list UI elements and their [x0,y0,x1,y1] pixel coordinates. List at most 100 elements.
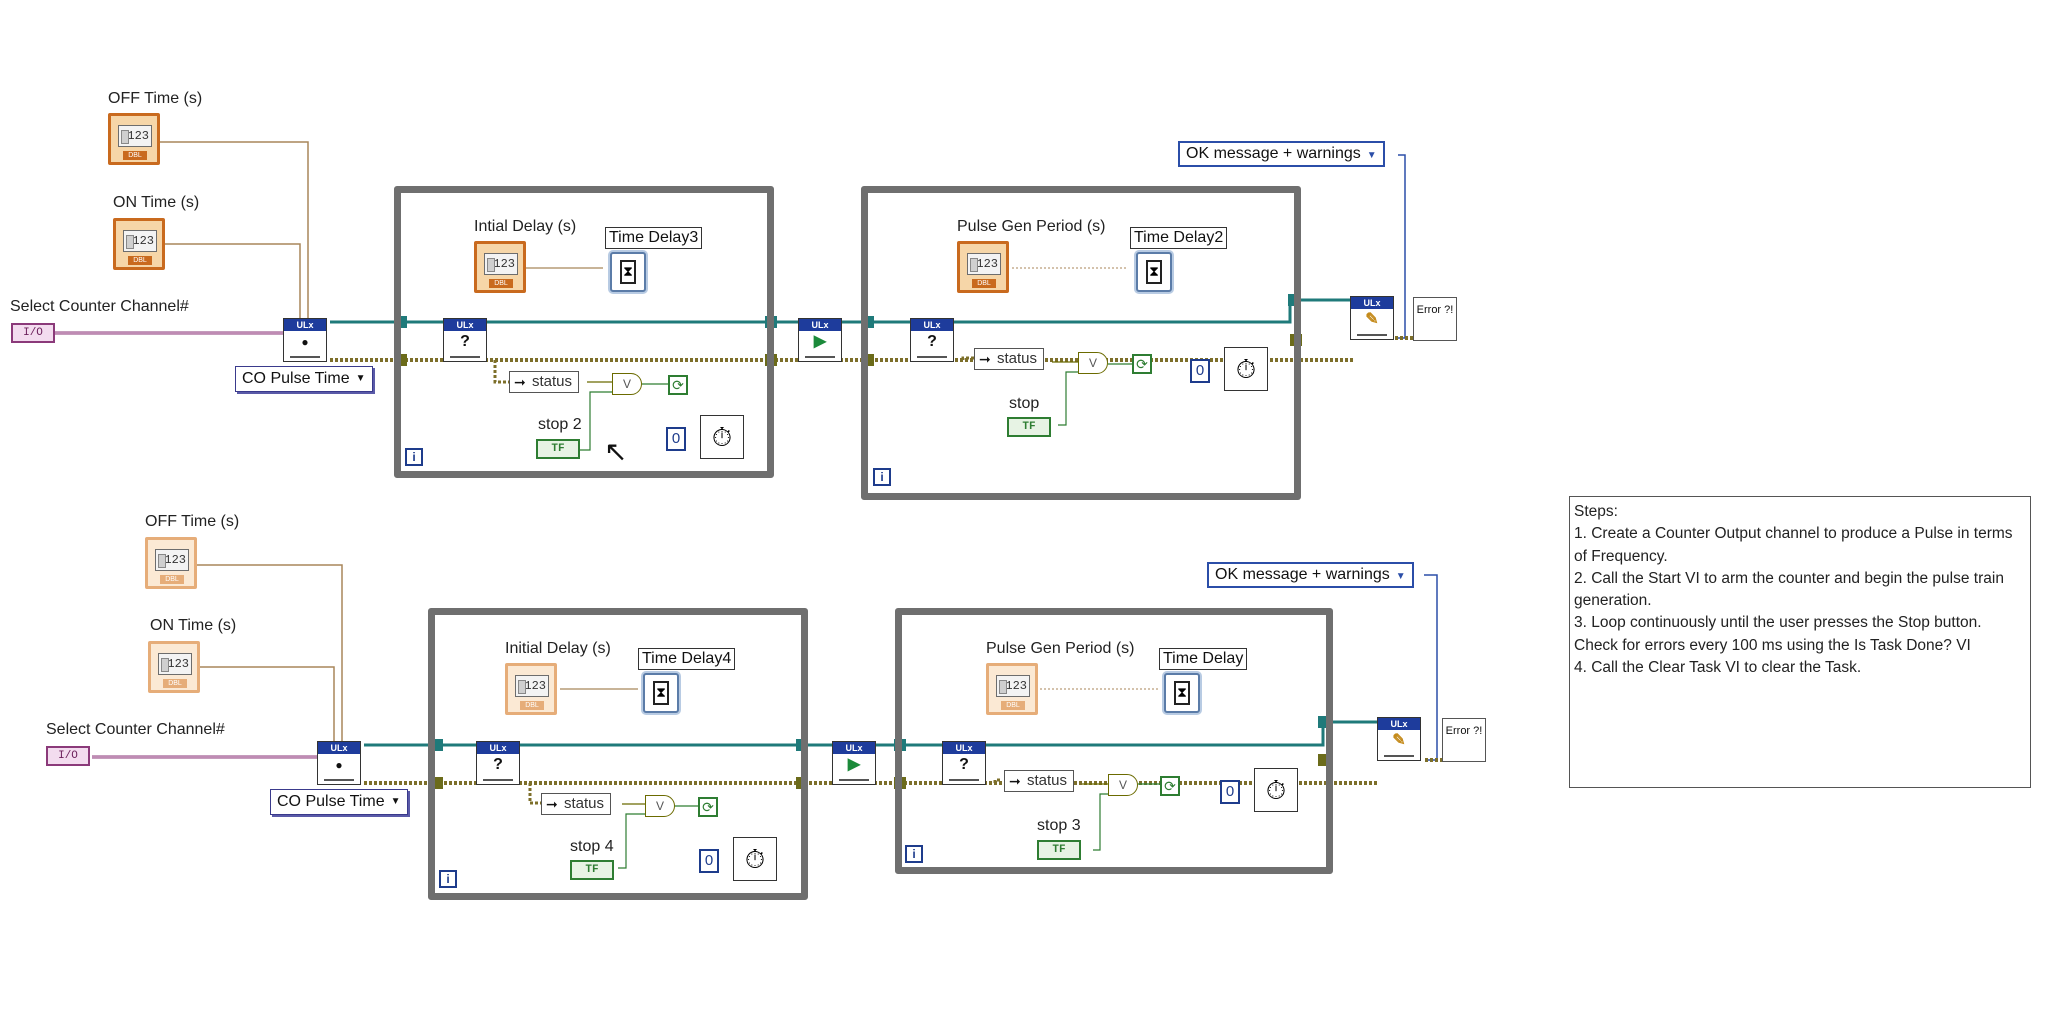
off-time-control[interactable]: 123 DBL [145,537,197,589]
ok-message-ring[interactable]: OK message + warnings ▼ [1207,562,1414,588]
ring-value: OK message + warnings [1215,566,1390,583]
query-icon: ? [959,756,969,773]
pulse-wave-icon [290,350,320,358]
co-pulse-time-ring[interactable]: CO Pulse Time▼ [235,366,373,392]
loop-condition-icon: ⟳ [698,797,718,817]
initial-delay-label: Initial Delay (s) [505,640,611,657]
is-task-done-vi[interactable]: ULx ? [910,318,954,362]
or-gate-icon: V [1078,352,1108,374]
create-channel-vi[interactable]: ULx ● [283,318,327,362]
off-time-control[interactable]: 123 DBL [108,113,160,165]
loop-condition-icon: ⟳ [1160,776,1180,796]
off-time-label: OFF Time (s) [145,513,240,530]
query-icon: ? [460,333,470,350]
time-delay-express-vi[interactable]: ⧗ [643,673,679,713]
play-icon: ▶ [813,333,827,350]
initial-delay-control[interactable]: 123 DBL [505,663,557,715]
initial-delay-control[interactable]: 123 DBL [474,241,526,293]
counter-channel-io-control[interactable]: I/O [46,746,90,766]
arrow-right-icon: ➞ [514,374,526,390]
dbl-tag: DBL [128,256,152,265]
start-task-vi[interactable]: ULx ▶ [798,318,842,362]
counter-channel-io-control[interactable]: I/O [11,323,55,343]
stop-button-terminal[interactable]: TF [1007,417,1051,437]
pulse-gen-period-control[interactable]: 123 DBL [986,663,1038,715]
step-4: 4. Call the Clear Task VI to clear the T… [1574,659,1862,677]
dbl-tag: DBL [972,279,996,288]
channel-glyph-icon: ● [301,335,309,349]
stop-4-button-terminal[interactable]: TF [570,860,614,880]
simple-error-handler[interactable]: Error ?! [1413,297,1457,341]
loop-condition-icon: ⟳ [668,375,688,395]
time-delay-express-vi[interactable]: ⧗ [1164,673,1200,713]
create-channel-vi[interactable]: ULx ● [317,741,361,785]
clear-task-vi[interactable]: ULx ✎ [1377,717,1421,761]
iteration-terminal: i [439,870,457,888]
dbl-tag: DBL [489,279,513,288]
pulse-wave-icon [805,350,835,358]
wire-on-time-bottom [197,666,335,745]
stop-3-button-terminal[interactable]: TF [1037,840,1081,860]
while-loop-3[interactable] [428,608,808,900]
time-delay-label: Time Delay3 [605,227,703,249]
loop-condition-icon: ⟳ [1132,354,1152,374]
co-pulse-time-ring[interactable]: CO Pulse Time▼ [270,789,408,815]
dbl-tag: DBL [123,151,147,160]
on-time-control[interactable]: 123 DBL [113,218,165,270]
pulse-wave-icon [949,773,979,781]
vi-header: ULx [799,319,841,331]
on-time-label: ON Time (s) [150,617,237,634]
stop-3-label: stop 3 [1037,817,1081,834]
is-task-done-vi[interactable]: ULx ? [942,741,986,785]
pulse-wave-icon [450,350,480,358]
status-unbundle: ➞status [1004,770,1075,792]
while-loop-2[interactable] [861,186,1301,500]
status-unbundle: ➞ status [509,371,580,393]
is-task-done-vi[interactable]: ULx ? [443,318,487,362]
or-gate-icon: V [1108,774,1138,796]
ring-value: OK message + warnings [1186,145,1361,162]
vi-header: ULx [284,319,326,331]
while-loop-1[interactable] [394,186,774,478]
dropdown-arrow-icon: ▼ [1366,150,1377,161]
dbl-tag: DBL [160,575,184,584]
numeric-display: 123 [967,253,1001,275]
status-unbundle: ➞status [974,348,1045,370]
dbl-tag: DBL [163,679,187,688]
while-loop-4[interactable] [895,608,1333,874]
query-icon: ? [927,333,937,350]
stop-2-button-terminal[interactable]: TF [536,439,580,459]
ok-message-ring[interactable]: OK message + warnings ▼ [1178,141,1385,167]
pulse-gen-period-control[interactable]: 123 DBL [957,241,1009,293]
status-text: status [532,373,573,390]
dropdown-arrow-icon: ▼ [1395,571,1406,582]
iteration-terminal: i [873,468,891,486]
is-task-done-vi[interactable]: ULx ? [476,741,520,785]
dropdown-arrow-icon: ▼ [390,796,401,807]
clear-task-vi[interactable]: ULx ✎ [1350,296,1394,340]
status-text: status [564,795,605,812]
pulse-wave-icon [324,773,354,781]
steps-comment-box: Steps: 1. Create a Counter Output channe… [1569,496,2031,788]
pulse-wave-icon [917,350,947,358]
stop-2-label: stop 2 [538,416,582,433]
simple-error-handler[interactable]: Error ?! [1442,718,1486,762]
time-delay-label: Time Delay2 [1130,227,1228,249]
stop-label: stop [1009,395,1040,412]
numeric-display: 123 [158,653,192,675]
pulse-wave-icon [1384,749,1414,757]
numeric-display: 123 [484,253,518,275]
channel-glyph-icon: ● [335,758,343,772]
start-task-vi[interactable]: ULx ▶ [832,741,876,785]
wait-ms-constant: 0 [699,849,719,873]
time-delay-express-vi[interactable]: ⧗ [1136,252,1172,292]
select-counter-channel-label: Select Counter Channel# [46,721,225,738]
step-3: 3. Loop continuously until the user pres… [1574,614,1982,654]
iteration-terminal: i [905,845,923,863]
wire-on-time-top [160,243,301,322]
iteration-terminal: i [405,448,423,466]
time-delay-express-vi[interactable]: ⧗ [610,252,646,292]
numeric-display: 123 [996,675,1030,697]
hourglass-icon: ⧗ [1174,681,1190,705]
on-time-control[interactable]: 123 DBL [148,641,200,693]
